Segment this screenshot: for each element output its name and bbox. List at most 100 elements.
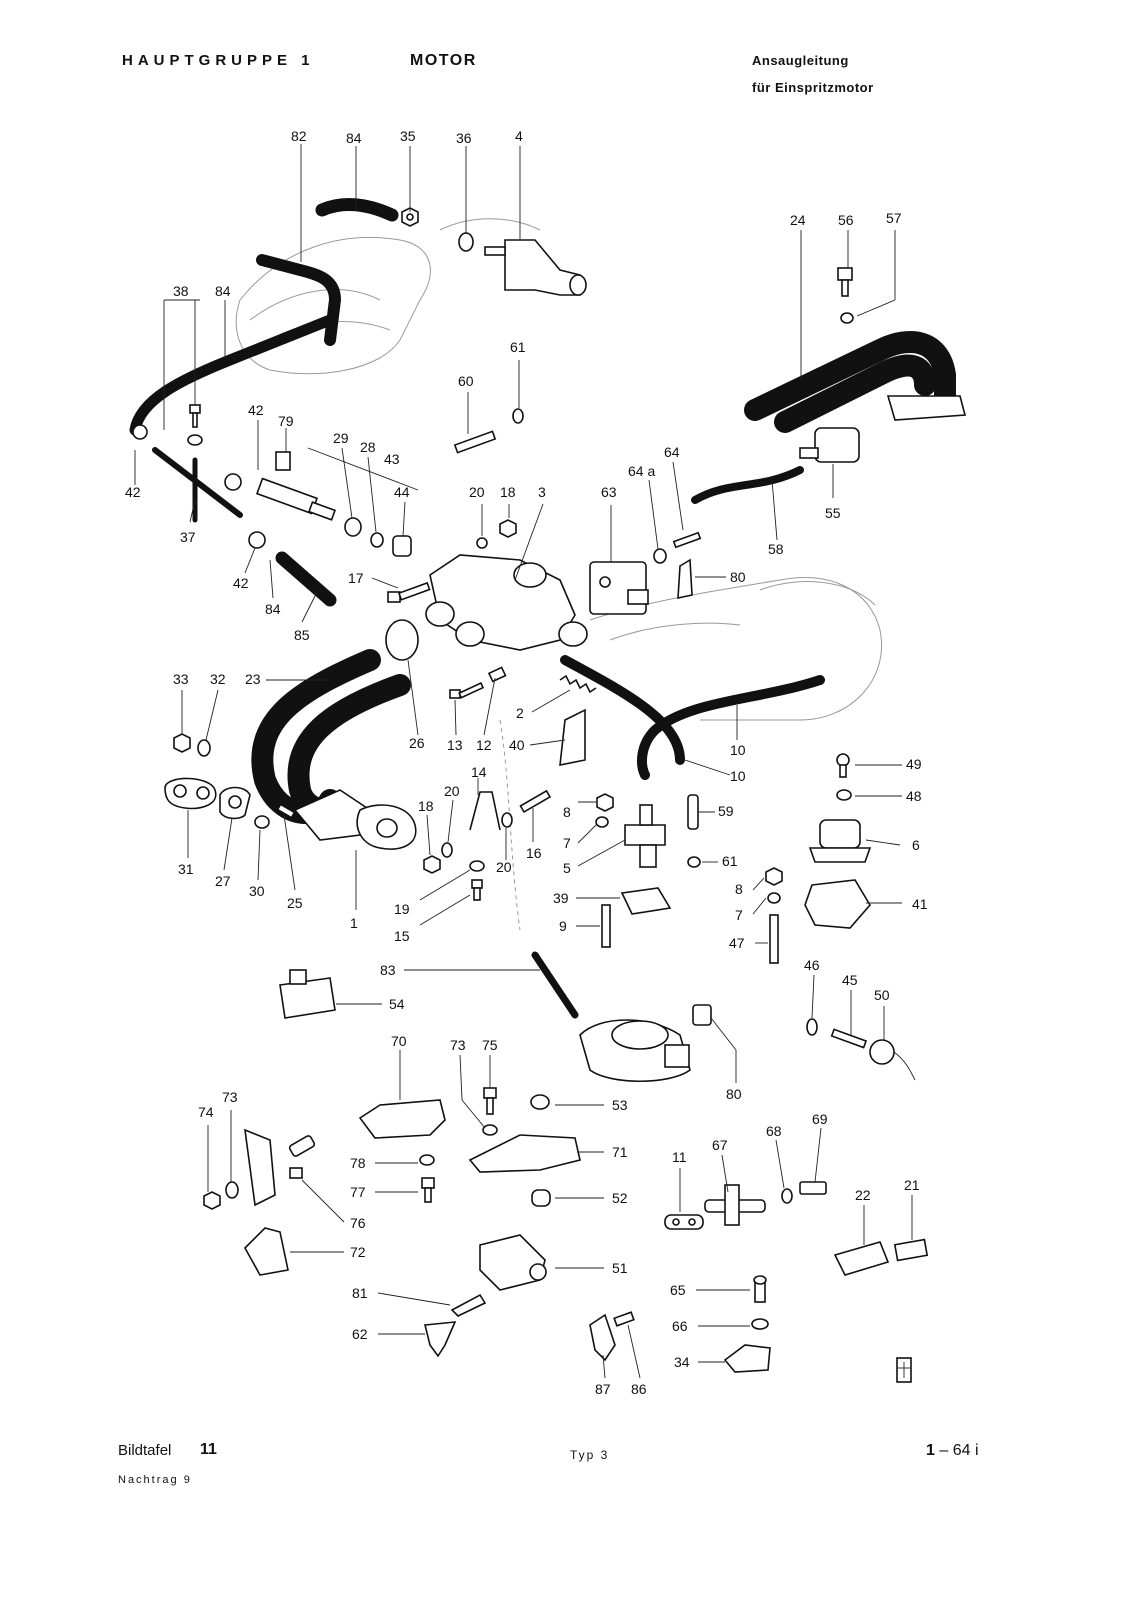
bracket-41	[804, 879, 871, 929]
part-label: 21	[904, 1177, 920, 1193]
washer-7-lower	[767, 892, 781, 904]
part-label: 45	[842, 972, 858, 988]
part-label: 7	[735, 907, 743, 923]
bolt-16	[519, 789, 552, 814]
bolt-86	[613, 1311, 635, 1327]
part-label: 7	[563, 835, 571, 851]
washer-7-upper	[595, 816, 609, 828]
plate-21	[893, 1238, 929, 1262]
part-label: 67	[712, 1137, 728, 1153]
aux-air-valve-6	[808, 819, 872, 863]
part-label: 37	[180, 529, 196, 545]
washer-32	[197, 739, 211, 757]
pressure-regulator-4	[484, 239, 587, 296]
part-label: 20	[444, 783, 460, 799]
part-label: 44	[394, 484, 410, 500]
part-label: 61	[510, 339, 526, 355]
part-label: 19	[394, 901, 410, 917]
part-label: 58	[768, 541, 784, 557]
washer-73-left	[225, 1181, 239, 1199]
part-label: 61	[722, 853, 738, 869]
screw-75	[483, 1087, 497, 1115]
damper-62	[423, 1321, 457, 1358]
part-label: 73	[222, 1089, 238, 1105]
part-label: 55	[825, 505, 841, 521]
washer-73-mid	[482, 1124, 498, 1136]
page-title-line1: Ansaugleitung	[752, 53, 849, 68]
part-label: 33	[173, 671, 189, 687]
washer-19	[469, 860, 485, 872]
bracket-70	[358, 1099, 446, 1139]
grommet-52	[531, 1189, 551, 1207]
nut-18-mid	[423, 855, 441, 874]
supplement-label: Nachtrag 9	[118, 1474, 192, 1486]
washer-64a	[653, 548, 667, 564]
vehicle-type: Typ 3	[570, 1448, 610, 1462]
part-label: 42	[248, 402, 264, 418]
part-label: 80	[730, 569, 746, 585]
part-label: 28	[360, 439, 376, 455]
part-label: 78	[350, 1155, 366, 1171]
bracket-14	[469, 791, 501, 831]
valve-55	[799, 427, 860, 463]
part-label: 5	[563, 860, 571, 876]
part-label: 77	[350, 1184, 366, 1200]
plate-symbol	[896, 1357, 912, 1383]
sleeve-12	[487, 666, 507, 683]
part-label: 2	[516, 705, 524, 721]
main-group-label: HAUPTGRUPPE 1	[122, 52, 315, 69]
stud-9	[601, 904, 611, 948]
plate-71	[468, 1134, 581, 1173]
gasket-31	[164, 777, 217, 810]
washer-36	[458, 232, 474, 252]
part-label: 41	[912, 896, 928, 912]
valve-65	[753, 1275, 767, 1303]
screw-60	[453, 430, 497, 454]
nut-74	[203, 1191, 221, 1210]
clip-79	[275, 451, 291, 471]
washer-66	[751, 1318, 769, 1330]
part-label: 15	[394, 928, 410, 944]
grommet-53	[530, 1094, 550, 1110]
clip-80-low	[692, 1004, 712, 1026]
holder-44	[392, 535, 412, 557]
part-label: 57	[886, 210, 902, 226]
bolt-13	[449, 681, 485, 699]
part-label: 74	[198, 1104, 214, 1120]
part-label: 62	[352, 1326, 368, 1342]
nut-18-top	[499, 519, 517, 538]
part-label: 12	[476, 737, 492, 753]
lever-87	[589, 1313, 616, 1362]
part-label: 27	[215, 873, 231, 889]
part-label: 48	[906, 788, 922, 804]
part-label: 79	[278, 413, 294, 429]
part-label: 36	[456, 130, 472, 146]
part-label: 70	[391, 1033, 407, 1049]
intake-pipe-24	[744, 331, 967, 433]
spring-2	[559, 674, 597, 694]
part-label: 22	[855, 1187, 871, 1203]
part-label: 23	[245, 671, 261, 687]
washer-68	[781, 1188, 793, 1204]
part-label: 69	[812, 1111, 828, 1127]
part-label: 40	[509, 737, 525, 753]
washer-20-mid	[441, 842, 453, 858]
stud-25	[276, 803, 296, 819]
nut-8-upper	[596, 793, 614, 812]
part-label: 32	[210, 671, 226, 687]
part-label: 13	[447, 737, 463, 753]
part-label: 18	[500, 484, 516, 500]
part-label: 50	[874, 987, 890, 1003]
part-label: 26	[409, 735, 425, 751]
bolt-38	[187, 404, 203, 446]
sensor-59	[687, 794, 699, 830]
thermo-switch-5	[624, 804, 666, 868]
clip-80-top	[677, 558, 693, 600]
sleeve-30	[254, 815, 270, 829]
bolt-76	[288, 1135, 316, 1179]
part-label: 84	[346, 130, 362, 146]
bracket-left	[244, 1128, 276, 1207]
part-label: 56	[838, 212, 854, 228]
part-label: 65	[670, 1282, 686, 1298]
